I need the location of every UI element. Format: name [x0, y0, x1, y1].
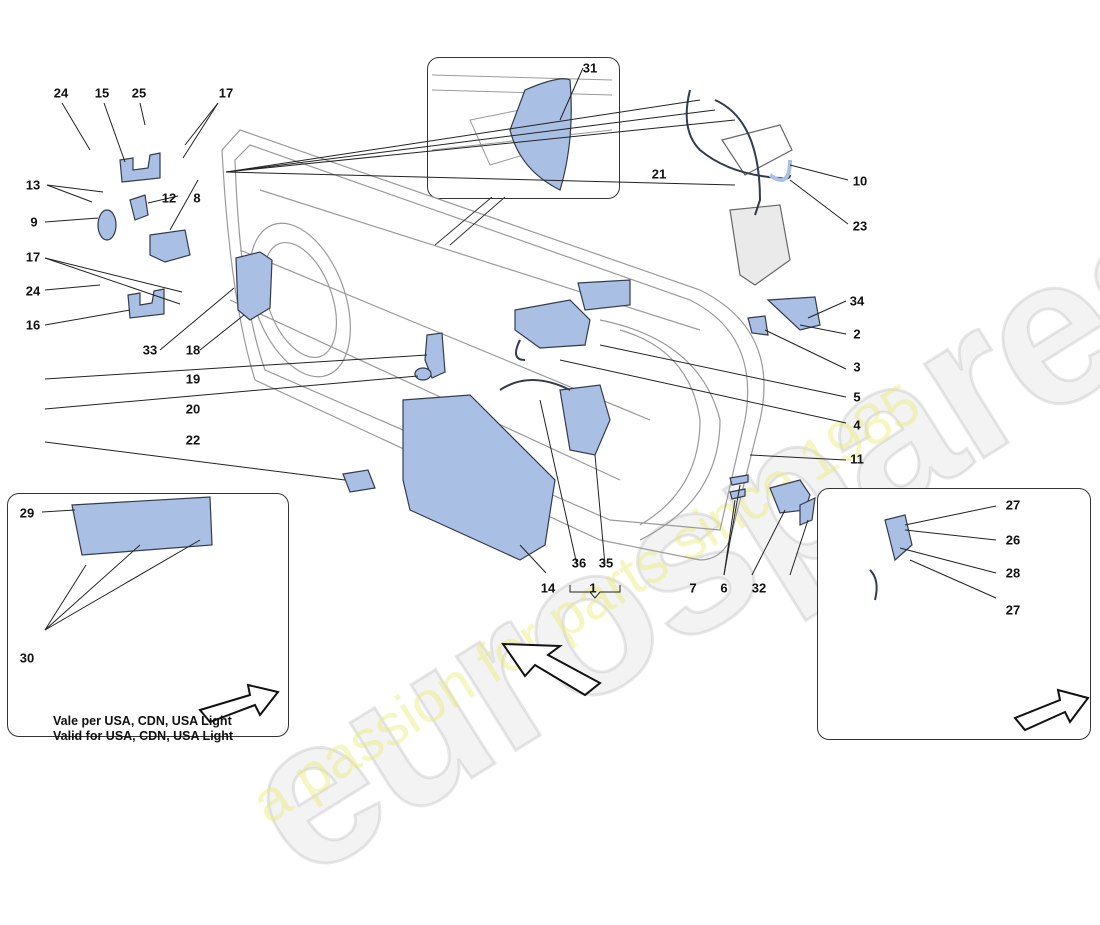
part-7	[729, 474, 749, 500]
part-35	[559, 384, 611, 456]
callout-27: 27	[1005, 497, 1021, 513]
callout-1: 1	[589, 580, 597, 596]
callout-27: 27	[1005, 602, 1021, 618]
part-5	[514, 299, 591, 349]
part-26	[884, 514, 913, 562]
part-32	[799, 496, 816, 526]
callout-23: 23	[852, 218, 868, 234]
callout-12: 12	[161, 190, 177, 206]
part-12	[129, 194, 149, 221]
callout-3: 3	[853, 359, 861, 375]
callout-35: 35	[598, 555, 614, 571]
callout-18: 18	[185, 342, 201, 358]
inset-latch-detail	[817, 488, 1091, 740]
part-16	[127, 288, 165, 319]
callout-34: 34	[849, 293, 865, 309]
part-29	[71, 496, 213, 556]
part-14	[402, 394, 556, 561]
part-20	[414, 367, 432, 381]
callout-7: 7	[689, 580, 697, 596]
door-frame-outline	[221, 129, 765, 561]
part-19	[424, 332, 446, 379]
diagram-drawing	[41, 67, 1090, 732]
callout-19: 19	[185, 371, 201, 387]
callout-25: 25	[131, 85, 147, 101]
callout-36: 36	[571, 555, 587, 571]
leader-lines	[41, 67, 997, 631]
part-31	[509, 78, 572, 191]
callout-13: 13	[25, 177, 41, 193]
callout-15: 15	[94, 85, 110, 101]
callout-6: 6	[720, 580, 728, 596]
part-15	[119, 152, 161, 183]
callout-9: 9	[30, 214, 38, 230]
callout-5: 5	[853, 389, 861, 405]
callout-17: 17	[25, 249, 41, 265]
callout-16: 16	[25, 317, 41, 333]
callout-17: 17	[218, 85, 234, 101]
callout-14: 14	[540, 580, 556, 596]
callout-31: 31	[582, 60, 598, 76]
hinge-parts	[71, 124, 913, 562]
callout-32: 32	[751, 580, 767, 596]
part-9	[97, 209, 117, 241]
part-3	[747, 315, 769, 336]
view-direction-arrow-usa	[198, 683, 280, 724]
callout-22: 22	[185, 432, 201, 448]
part-2	[766, 296, 821, 331]
callout-28: 28	[1005, 565, 1021, 581]
callout-24: 24	[53, 85, 69, 101]
callout-11: 11	[850, 451, 864, 467]
callout-8: 8	[193, 190, 201, 206]
callout-4: 4	[853, 417, 861, 433]
inset-top-drawing	[431, 74, 613, 166]
variant-note-english: Valid for USA, CDN, USA Light	[53, 729, 234, 743]
part-22	[342, 469, 376, 493]
callout-30: 30	[19, 650, 35, 666]
part-18	[235, 251, 273, 321]
callout-29: 29	[19, 505, 35, 521]
callout-24: 24	[25, 283, 41, 299]
variant-note-italian: Vale per USA, CDN, USA Light	[53, 714, 232, 728]
callout-21: 21	[651, 166, 667, 182]
callout-10: 10	[852, 173, 868, 189]
part-8	[149, 229, 191, 263]
callout-26: 26	[1005, 532, 1021, 548]
callout-33: 33	[142, 342, 158, 358]
callout-20: 20	[185, 401, 201, 417]
view-direction-arrow-latch	[1013, 688, 1090, 732]
callout-2: 2	[853, 326, 861, 342]
view-direction-arrow-main	[501, 642, 602, 697]
exploded-parts-diagram: eurospares a passion for parts since 198…	[7, 57, 1100, 923]
part-5b	[577, 279, 631, 311]
door-lock	[729, 204, 791, 286]
